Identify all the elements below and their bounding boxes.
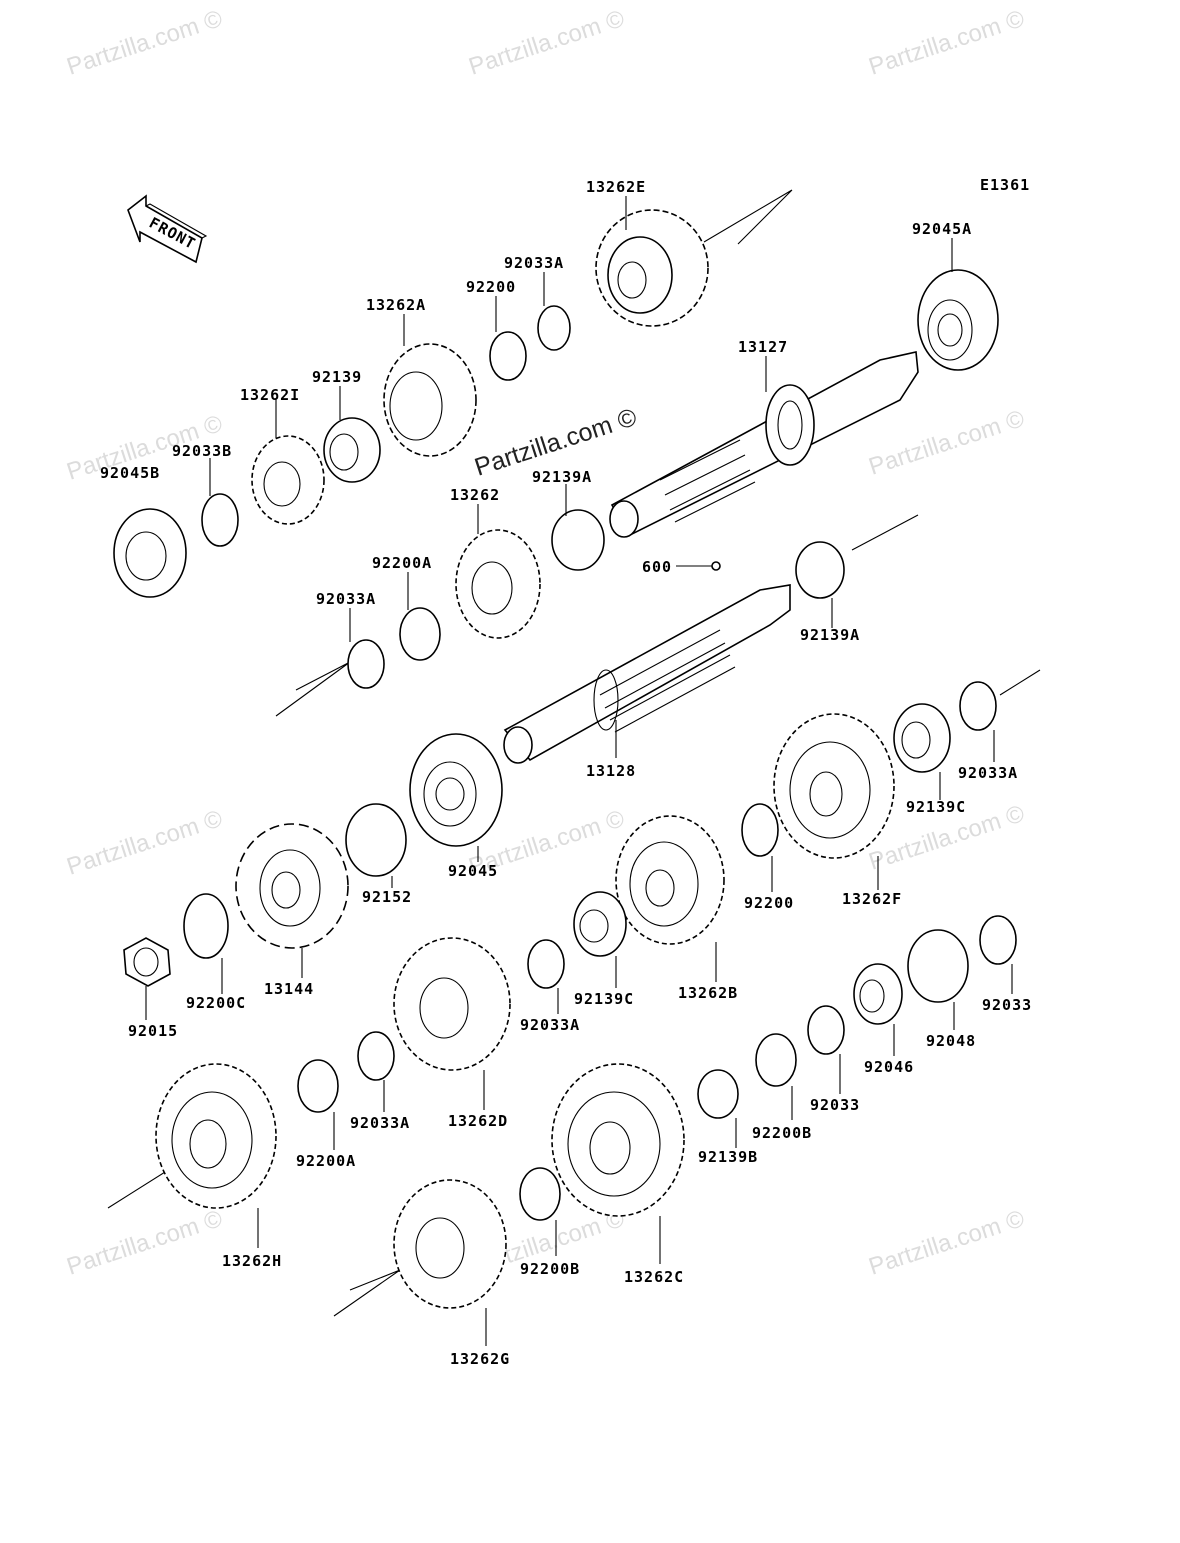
label-92033A-left: 92033A — [316, 590, 376, 608]
label-92033-mid: 92033 — [810, 1096, 860, 1114]
label-13262D: 13262D — [448, 1112, 508, 1130]
label-92200B-low: 92200B — [520, 1260, 580, 1278]
gear-13262C — [551, 1063, 685, 1217]
watermark-text: Partzilla.com © — [64, 805, 226, 881]
label-92046: 92046 — [864, 1058, 914, 1076]
output-shaft-13127 — [609, 351, 919, 538]
label-92033B: 92033B — [172, 442, 232, 460]
ring-92200-top — [489, 331, 527, 381]
ring-92033A-top — [537, 305, 571, 351]
washer-92200B-low — [519, 1167, 561, 1221]
label-92200B-right: 92200B — [752, 1124, 812, 1142]
needle-bearing-92139C-mid — [573, 891, 627, 957]
label-92139A-mid: 92139A — [800, 626, 860, 644]
ring-92033A-low — [357, 1031, 395, 1081]
label-13262A: 13262A — [366, 296, 426, 314]
front-arrow: FRONT — [127, 194, 208, 264]
label-92048: 92048 — [926, 1032, 976, 1050]
label-92033-right: 92033 — [982, 996, 1032, 1014]
label-92033A-low: 92033A — [350, 1114, 410, 1132]
label-92200-mid: 92200 — [744, 894, 794, 912]
watermark-text: Partzilla.com © — [866, 5, 1028, 81]
diagram-code: E1361 — [980, 176, 1030, 194]
bearing-92045A — [917, 269, 999, 371]
needle-bearing-92139 — [323, 417, 381, 483]
label-13262G: 13262G — [450, 1350, 510, 1368]
ring-92033A-right — [959, 681, 997, 731]
label-92200A-top: 92200A — [372, 554, 432, 572]
gear-13262E — [595, 209, 709, 327]
gear-13262I — [251, 435, 325, 525]
label-92045: 92045 — [448, 862, 498, 880]
label-13262B: 13262B — [678, 984, 738, 1002]
gear-13262F — [773, 713, 895, 859]
label-92200C: 92200C — [186, 994, 246, 1012]
gear-13262D — [393, 937, 511, 1071]
gear-13262H — [155, 1063, 277, 1209]
ring-92033-mid — [807, 1005, 845, 1055]
gear-13262A — [383, 343, 477, 457]
nut-92015 — [123, 937, 171, 987]
label-13144: 13144 — [264, 980, 314, 998]
label-600: 600 — [642, 558, 672, 576]
ring-92200A-top — [399, 607, 441, 661]
label-92139C-mid: 92139C — [574, 990, 634, 1008]
label-92139: 92139 — [312, 368, 362, 386]
bushing-92139B — [697, 1069, 739, 1119]
washer-92200C — [183, 893, 229, 959]
label-92045A: 92045A — [912, 220, 972, 238]
part-labels: 13262E 92045A 92033A 92200 13262A 92139 … — [100, 178, 1032, 1368]
watermark-text: Partzilla.com © — [466, 5, 628, 81]
ring-92200A-low — [297, 1059, 339, 1113]
label-92139A-top: 92139A — [532, 468, 592, 486]
gear-13262G — [393, 1179, 507, 1309]
needle-bearing-92139C-right — [893, 703, 951, 773]
ring-92200-mid — [741, 803, 779, 857]
bushing-92139A-mid — [795, 541, 845, 599]
watermark-text: Partzilla.com © — [64, 5, 226, 81]
gear-13262B — [615, 815, 725, 945]
label-13262I: 13262I — [240, 386, 300, 404]
bearing-92045 — [409, 733, 503, 847]
leader-lines — [145, 196, 1013, 1346]
collar-92152 — [345, 803, 407, 877]
label-92015: 92015 — [128, 1022, 178, 1040]
label-92152: 92152 — [362, 888, 412, 906]
label-13262E: 13262E — [586, 178, 646, 196]
collar-92048 — [907, 929, 969, 1003]
label-13262: 13262 — [450, 486, 500, 504]
label-92045B: 92045B — [100, 464, 160, 482]
label-13127: 13127 — [738, 338, 788, 356]
bearing-92045B — [113, 508, 187, 598]
label-13262H: 13262H — [222, 1252, 282, 1270]
dowel-600 — [711, 561, 721, 571]
label-13262F: 13262F — [842, 890, 902, 908]
label-13128: 13128 — [586, 762, 636, 780]
label-92033A-right: 92033A — [958, 764, 1018, 782]
label-92139C-right: 92139C — [906, 798, 966, 816]
label-92200A-low: 92200A — [296, 1152, 356, 1170]
watermark-text: Partzilla.com © — [64, 1205, 226, 1281]
label-92139B: 92139B — [698, 1148, 758, 1166]
label-13262C: 13262C — [624, 1268, 684, 1286]
watermark-text: Partzilla.com © — [866, 1205, 1028, 1281]
label-92033A-top: 92033A — [504, 254, 564, 272]
ring-92033-right — [979, 915, 1017, 965]
ring-92033B — [201, 493, 239, 547]
washer-92200B-right — [755, 1033, 797, 1087]
input-shaft-13128 — [503, 584, 791, 764]
ring-92033A-mid — [527, 939, 565, 989]
label-92200-top: 92200 — [466, 278, 516, 296]
bushing-92139A-top — [551, 509, 605, 571]
sprocket-13144 — [235, 823, 349, 949]
watermark-text: Partzilla.com © — [866, 405, 1028, 481]
needle-bearing-92046 — [853, 963, 903, 1025]
ring-92033A-left — [347, 639, 385, 689]
label-92033A-mid: 92033A — [520, 1016, 580, 1034]
gear-13262 — [455, 529, 541, 639]
